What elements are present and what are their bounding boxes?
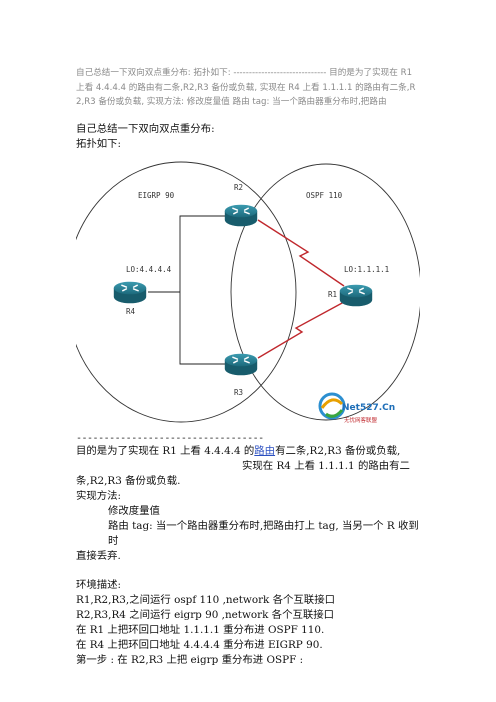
goal-line-3: 条,R2,R3 备份或负载. bbox=[76, 475, 181, 487]
document-summary: 自己总结一下双向双点重分布: 拓扑如下: -------------------… bbox=[76, 68, 416, 108]
serial-link-r3-r1 bbox=[257, 301, 345, 359]
title-line-1: 自己总结一下双向双点重分布: bbox=[76, 123, 215, 135]
method-item-1: 修改度量值 bbox=[108, 505, 160, 517]
env-line: 第一步 : 在 R2,R3 上把 eigrp 重分布进 OSPF : bbox=[76, 654, 304, 666]
eigrp-area-ellipse bbox=[76, 161, 297, 423]
env-heading: 环境描述: bbox=[76, 579, 122, 591]
goal-line-2: 实现在 R4 上看 1.1.1.1 的路由有二 bbox=[242, 460, 410, 472]
label-r2: R2 bbox=[234, 183, 243, 192]
env-line: R1,R2,R3,之间运行 ospf 110 ,network 各个互联接口 bbox=[76, 594, 335, 606]
label-r1: R1 bbox=[328, 290, 337, 299]
serial-link-r2-r1 bbox=[257, 219, 345, 287]
router-r2[interactable] bbox=[224, 203, 258, 228]
label-r4: R4 bbox=[126, 307, 136, 316]
label-ospf: OSPF 110 bbox=[306, 191, 343, 200]
net527-logo: Net527.Cn 无忧网客联盟 bbox=[318, 392, 395, 424]
router-r4[interactable] bbox=[113, 280, 147, 305]
goal-text-post: 有二条,R2,R3 备份或负载, bbox=[275, 445, 401, 457]
spacer bbox=[76, 564, 426, 578]
goal-section: 目的是为了实现在 R1 上看 4.4.4.4 的路由有二条,R2,R3 备份或负… bbox=[76, 444, 426, 668]
title-line-2: 拓扑如下: bbox=[76, 138, 122, 150]
logo-text: Net527.Cn bbox=[342, 403, 395, 413]
method-item-2-cont: 直接丢弃. bbox=[76, 550, 121, 562]
logo-subtext: 无忧网客联盟 bbox=[344, 416, 378, 424]
router-r1[interactable] bbox=[339, 283, 373, 308]
label-eigrp: EIGRP 90 bbox=[138, 191, 175, 200]
env-line: 在 R1 上把环回口地址 1.1.1.1 重分布进 OSPF 110. bbox=[76, 624, 325, 636]
doc-title: 自己总结一下双向双点重分布: 拓扑如下: bbox=[76, 122, 426, 152]
label-lo1: LO:1.1.1.1 bbox=[344, 265, 389, 274]
env-line: R2,R3,R4 之间运行 eigrp 90 ,network 各个互联接口 bbox=[76, 609, 335, 621]
label-r3: R3 bbox=[234, 388, 243, 397]
eigrp-link bbox=[179, 215, 240, 365]
section-divider: ---------------------------------- bbox=[76, 433, 264, 444]
method-heading: 实现方法: bbox=[76, 490, 122, 502]
topology-diagram: EIGRP 90 OSPF 110 R2 R3 R4 R1 LO:4.4.4.4… bbox=[76, 161, 420, 424]
router-r3[interactable] bbox=[224, 352, 258, 377]
method-item-2: 路由 tag: 当一个路由器重分布时,把路由打上 tag, 当另一个 R 收到时 bbox=[108, 520, 419, 547]
route-link[interactable]: 路由 bbox=[254, 445, 276, 457]
goal-text-pre: 目的是为了实现在 R1 上看 4.4.4.4 的 bbox=[76, 445, 255, 457]
label-lo4: LO:4.4.4.4 bbox=[126, 265, 172, 274]
env-line: 在 R4 上把环回口地址 4.4.4.4 重分布进 EIGRP 90. bbox=[76, 639, 323, 651]
ospf-area-ellipse bbox=[230, 163, 420, 421]
goal-line-1: 目的是为了实现在 R1 上看 4.4.4.4 的路由有二条,R2,R3 备份或负… bbox=[76, 444, 426, 459]
